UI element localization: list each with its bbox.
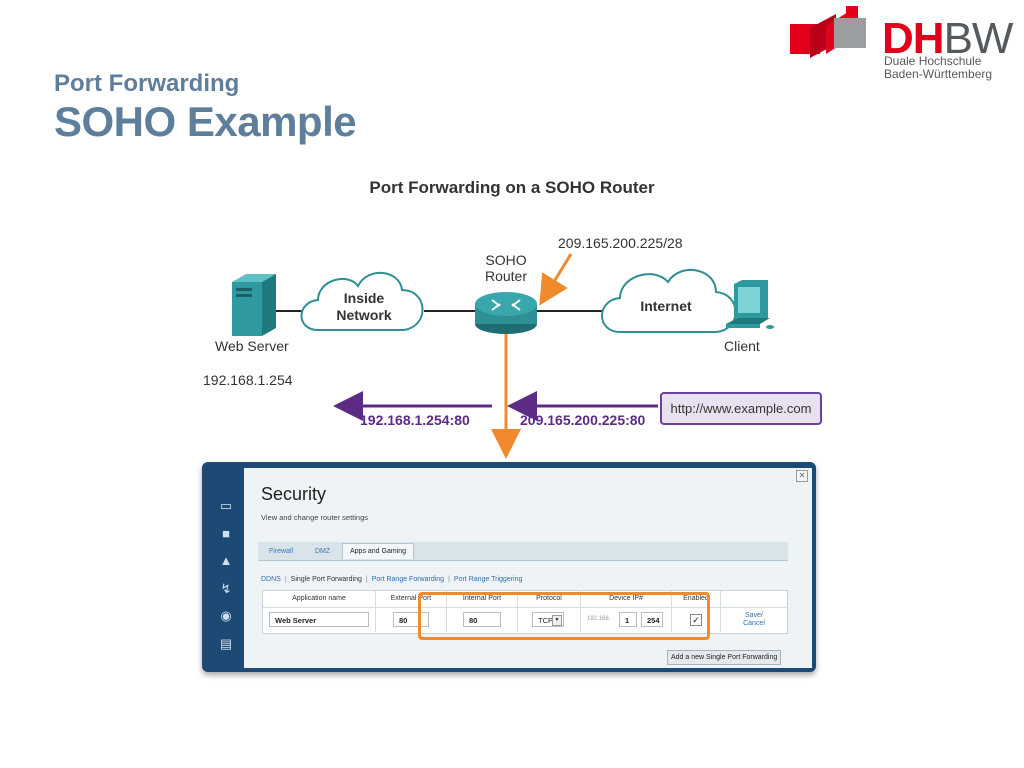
admin-content: ✕ Security View and change router settin… [244, 468, 812, 668]
router-admin-window: ▭ ■ ▲ ↯ ◉ ▤ ✕ Security View and change r… [202, 462, 816, 672]
protocol-select[interactable]: TCP ▼ [532, 612, 564, 627]
router-label-line-2: Router [484, 268, 528, 284]
url-box: http://www.example.com [660, 392, 822, 425]
inside-network-label-2: Network [336, 307, 392, 323]
briefcase-icon[interactable]: ■ [222, 526, 230, 541]
subnav: DDNS|Single Port Forwarding|Port Range F… [261, 576, 523, 583]
subnav-port-range-triggering[interactable]: Port Range Triggering [453, 576, 523, 583]
col-header-enabled: Enabled [672, 591, 721, 607]
web-server-icon [232, 274, 276, 336]
port-forwarding-table: Application name External Port Internal … [262, 590, 788, 634]
warning-icon[interactable]: ▲ [219, 553, 233, 568]
router-icon [475, 292, 537, 334]
tab-firewall[interactable]: Firewall [269, 548, 294, 555]
col-header-internal-port: Internal Port [447, 591, 518, 607]
subnav-port-range-forwarding[interactable]: Port Range Forwarding [371, 576, 445, 583]
client-computer-icon [726, 280, 774, 329]
diagram-title: Port Forwarding on a SOHO Router [369, 178, 655, 197]
security-title: Security [261, 484, 327, 504]
device-ip-prefix: 192.168. [587, 616, 611, 622]
col-header-application: Application name [263, 591, 376, 607]
device-ip-fourth-octet[interactable]: 254 [641, 612, 663, 627]
admin-sidebar: ▭ ■ ▲ ↯ ◉ ▤ [202, 462, 242, 672]
subnav-ddns[interactable]: DDNS [261, 576, 281, 583]
outside-socket-label: 209.165.200.225:80 [520, 412, 646, 428]
tab-dmz[interactable]: DMZ [315, 548, 331, 555]
logo-line-1: Duale Hochschule [884, 54, 982, 68]
col-header-external-port: External Port [376, 591, 447, 607]
inside-network-label-1: Inside [343, 290, 385, 306]
dropdown-icon: ▼ [552, 615, 562, 626]
network-diagram [232, 253, 774, 459]
device-ip-third-octet[interactable]: 1 [619, 612, 637, 627]
col-header-protocol: Protocol [518, 591, 581, 607]
slide-title: SOHO Example [54, 98, 357, 145]
application-name-input[interactable]: Web Server [269, 612, 369, 627]
port-highlight-box [418, 592, 710, 640]
slide-subtitle: Port Forwarding [54, 70, 240, 97]
logo-wordmark: DHBW [882, 14, 1013, 63]
server-ip-label: 192.168.1.254 [203, 372, 293, 388]
save-link[interactable]: Save/ [745, 612, 763, 619]
close-icon[interactable]: ✕ [796, 470, 808, 482]
router-label-line-1: SOHO [485, 252, 527, 268]
devices-icon[interactable]: ▭ [219, 498, 233, 513]
add-port-forwarding-button[interactable]: Add a new Single Port Forwarding [667, 650, 782, 665]
cloud-icon [300, 271, 424, 331]
tab-bar: Firewall DMZ Apps and Gaming [258, 542, 788, 561]
network-map-icon[interactable]: ▤ [219, 636, 233, 651]
internet-label: Internet [640, 298, 692, 314]
public-subnet-label: 209.165.200.225/28 [558, 235, 683, 251]
dhbw-logo-icon [790, 6, 866, 58]
web-server-label: Web Server [215, 338, 289, 354]
subnav-single-port-forwarding[interactable]: Single Port Forwarding [290, 576, 362, 583]
checkbox-icon[interactable]: ✓ [690, 614, 702, 626]
col-header-device-ip: Device IP# [581, 591, 672, 607]
security-description: View and change router settings [261, 513, 369, 522]
cancel-link[interactable]: Cancel [743, 620, 765, 627]
tab-apps-and-gaming[interactable]: Apps and Gaming [342, 543, 415, 559]
logo-line-2: Baden-Württemberg [884, 67, 993, 81]
speed-icon[interactable]: ↯ [220, 581, 232, 596]
table-row: Web Server [263, 608, 376, 632]
internal-port-input[interactable]: 80 [463, 612, 501, 627]
client-label: Client [724, 338, 760, 354]
inside-socket-label: 192.168.1.254:80 [360, 412, 470, 428]
media-icon[interactable]: ◉ [220, 608, 232, 623]
